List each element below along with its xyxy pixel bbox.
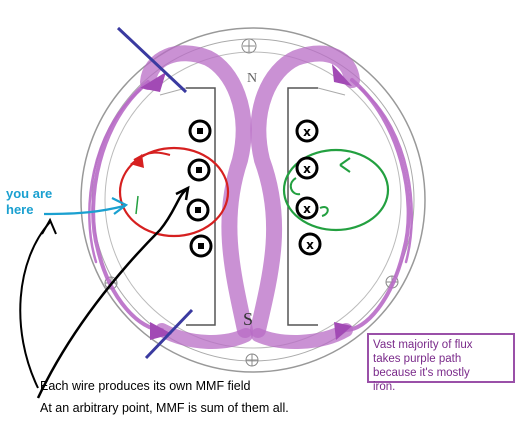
you-are-here-line-1: you are (6, 186, 53, 201)
green-point-mark (135, 195, 139, 215)
flux-note-line-3: because it's mostly (373, 367, 470, 379)
flux-note-line-2: takes purple path (373, 353, 462, 365)
purple-flux-path (88, 45, 414, 349)
svg-text:x: x (306, 238, 314, 252)
rotor-ring (104, 51, 402, 349)
right-conductors: x x x x (295, 119, 322, 256)
right-mmf-loop (282, 148, 390, 232)
svg-text:x: x (303, 202, 311, 216)
annotation-arrow-arbitrary (36, 189, 187, 399)
pole-letter-n: N (247, 71, 257, 86)
you-are-here-line-2: here (6, 202, 34, 217)
axis-line-top (116, 26, 188, 94)
you-are-here-label: you are here (6, 186, 76, 218)
right-loop-arrow (339, 157, 351, 173)
arbitrary-point-note: At an arbitrary point, MMF is sum of the… (40, 401, 289, 415)
pole-rim-right (317, 87, 346, 96)
conductor-cross: x (295, 156, 319, 180)
left-loop-arrow-top (133, 151, 171, 161)
outer-frame-ring (80, 27, 426, 373)
left-mmf-loop (118, 146, 230, 238)
svg-text:x: x (303, 125, 311, 139)
flux-note-line-4: iron. (373, 381, 396, 393)
right-inner-curl-2 (319, 206, 329, 217)
each-wire-note: Each wire produces its own MMF field (40, 379, 251, 393)
conductor-dot (188, 119, 212, 143)
annotation-arrow-each-wire (19, 221, 51, 389)
flux-note-line-1: Vast majority of flux (373, 339, 473, 351)
conductor-cross: x (295, 119, 319, 143)
annotation-arrowhead-2 (175, 185, 190, 201)
conductor-dot (189, 234, 213, 258)
conductor-dot (186, 198, 210, 222)
svg-text:x: x (303, 162, 311, 176)
conductor-cross: x (298, 232, 322, 256)
annotation-arrowhead-1 (41, 217, 57, 235)
right-inner-curl (289, 177, 301, 196)
you-are-here-arrow (43, 204, 125, 216)
axis-line-bottom (144, 308, 194, 360)
pole-letter-s: S (243, 309, 253, 329)
conductor-cross: x (295, 196, 319, 220)
you-are-here-arrowhead (111, 197, 129, 215)
flux-path-note-box: Vast majority of flux takes purple path … (367, 333, 515, 393)
conductor-dot (187, 158, 211, 182)
left-pole-piece (186, 87, 216, 326)
left-conductors (186, 119, 213, 258)
